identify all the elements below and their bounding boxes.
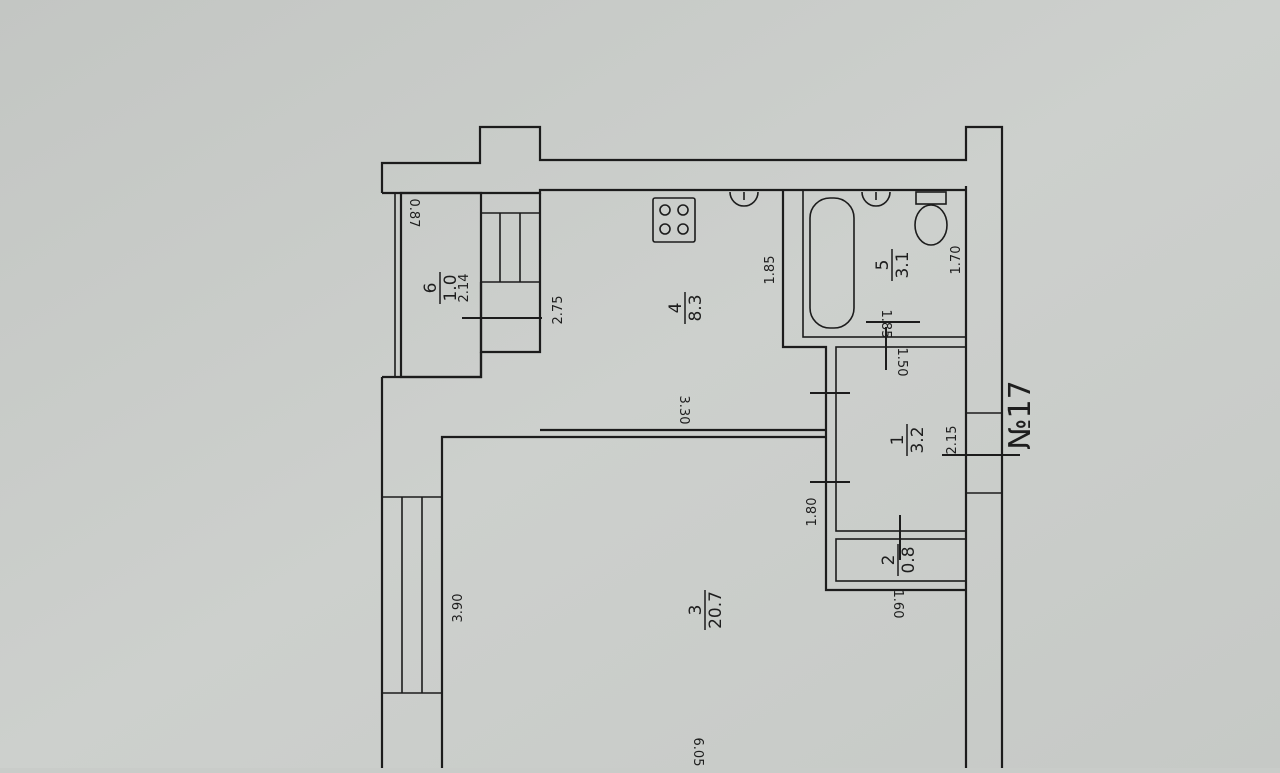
dim-balcony-width: 0.87 <box>406 199 421 228</box>
svg-text:4: 4 <box>666 303 686 314</box>
balcony-door <box>481 212 540 283</box>
svg-text:8.3: 8.3 <box>686 294 706 321</box>
svg-text:20.7: 20.7 <box>706 591 726 629</box>
living-window <box>382 496 442 694</box>
living-inner-wall <box>440 435 826 768</box>
walls <box>380 125 1020 768</box>
bathroom-inner <box>802 189 967 338</box>
svg-text:3.1: 3.1 <box>893 251 913 278</box>
outer-wall-top <box>380 125 1004 768</box>
svg-text:2: 2 <box>879 555 899 566</box>
svg-text:1.0: 1.0 <box>441 274 461 301</box>
svg-text:6: 6 <box>421 283 441 294</box>
bath-hall-walls <box>781 190 966 592</box>
balcony-corner <box>382 352 483 379</box>
room-4-label: 4 8.3 <box>666 292 706 324</box>
room-2-label: 2 0.8 <box>879 544 919 576</box>
room-labels: 1 3.2 2 0.8 3 20.7 4 8.3 5 3.1 <box>421 249 928 630</box>
svg-text:1: 1 <box>888 435 908 446</box>
svg-text:0.8: 0.8 <box>899 546 919 573</box>
bathtub-icon <box>809 197 855 329</box>
dim-hall-length: 1.50 <box>894 348 909 377</box>
dim-living-width: 3.90 <box>451 594 466 623</box>
svg-text:3: 3 <box>686 605 706 616</box>
dim-hall-width: 2.15 <box>945 426 960 455</box>
room-3-label: 3 20.7 <box>686 590 726 630</box>
sink-icon <box>861 191 891 207</box>
dim-hall-side: 1.80 <box>805 498 820 527</box>
dim-balcony-length: 2.14 <box>457 274 472 303</box>
svg-text:5: 5 <box>873 260 893 271</box>
dim-kitchen-length: 3.30 <box>676 396 691 425</box>
toilet-icon <box>914 191 948 246</box>
dim-bath-length: 1.85 <box>878 310 893 339</box>
room-5-label: 5 3.1 <box>873 249 913 281</box>
sink-icon <box>729 191 759 207</box>
dim-living-length: 6.05 <box>690 738 705 767</box>
svg-text:3.2: 3.2 <box>908 426 928 453</box>
room-1-label: 1 3.2 <box>888 424 928 456</box>
dimension-labels: 0.87 2.14 2.75 3.30 1.85 1.85 1.70 1.50 … <box>406 199 964 767</box>
dim-closet-length: 1.60 <box>890 590 905 619</box>
room-6-label: 6 1.0 <box>421 272 461 304</box>
dim-kitchen-width: 2.75 <box>551 296 566 325</box>
dim-bath-width: 1.70 <box>949 246 964 275</box>
stove-icon <box>652 197 696 243</box>
apartment-number: №17 <box>1003 380 1038 449</box>
dim-kitchen-bath-wall: 1.85 <box>763 256 778 285</box>
